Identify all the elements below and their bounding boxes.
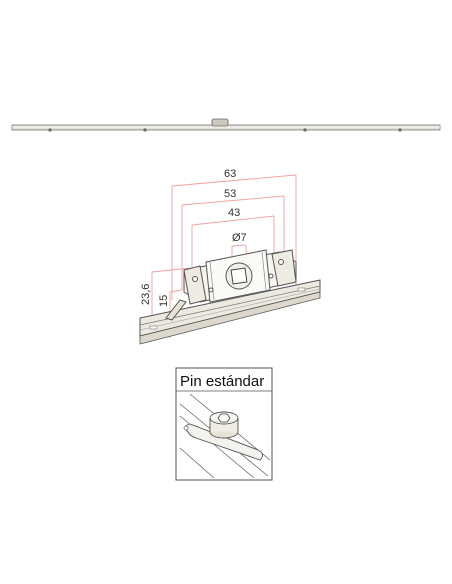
dim-53-line — [181, 195, 285, 206]
gearbox-drawing — [139, 249, 321, 345]
bar-rivet — [398, 128, 402, 132]
dim-d7-line — [231, 244, 247, 247]
pin-box-label: Pin estándar — [180, 373, 264, 390]
dim-63-label: 63 — [224, 168, 236, 180]
hex-socket-icon — [217, 413, 231, 423]
screw-hole-left — [192, 276, 198, 282]
dim-53-label: 53 — [224, 188, 236, 200]
dim-236-label: 23,6 — [140, 284, 152, 305]
bar-rivet — [48, 128, 52, 132]
bar-rivet — [143, 128, 147, 132]
dim-63-line — [171, 174, 297, 187]
dim-15-label: 15 — [158, 295, 170, 307]
bar-gearbox — [211, 118, 229, 127]
dim-43-label: 43 — [228, 207, 240, 219]
espagnolette-bar — [11, 118, 441, 132]
dim-43-line — [191, 215, 275, 226]
dim-d7-label: Ø7 — [232, 232, 247, 244]
left-pin — [165, 299, 187, 321]
spindle-square — [230, 267, 248, 285]
bar-rivet — [303, 128, 307, 132]
screw-hole-right — [278, 259, 284, 265]
pin-box: Pin estándar — [175, 367, 273, 481]
